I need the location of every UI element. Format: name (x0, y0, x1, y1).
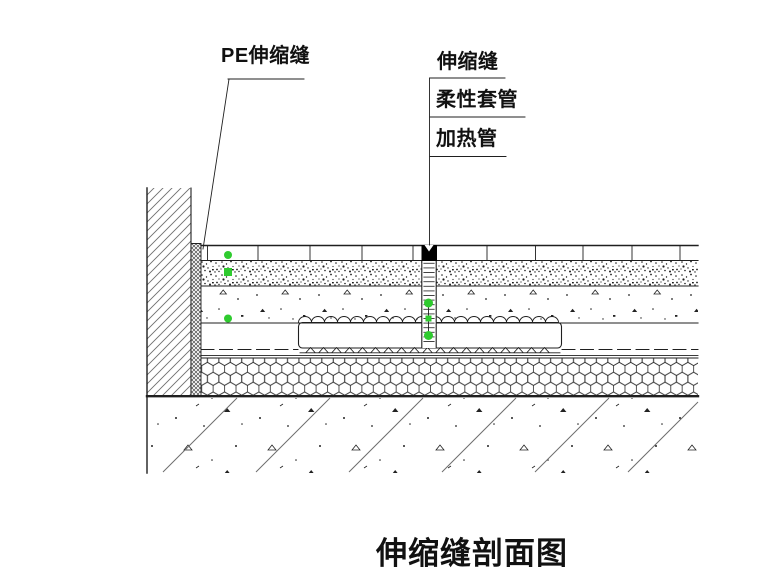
screed-layer (200, 286, 699, 324)
mortar-layer (200, 260, 699, 287)
pe-expansion-strip (190, 243, 202, 397)
insulation-layer (145, 355, 700, 398)
expansion-joint-fill (421, 245, 437, 261)
separation-film (200, 346, 699, 354)
pe-joint-leader (202, 78, 305, 250)
slab-layer (147, 397, 699, 473)
leader-lines (202, 77, 526, 250)
tile-layer (200, 244, 699, 262)
figure-title: 伸缩缝剖面图 (376, 536, 568, 571)
callout-heating-pipe: 加热管 (436, 128, 498, 150)
marker-dots (224, 251, 433, 340)
callout-stack-leader (429, 77, 526, 246)
callout-pe-expansion-joint: PE伸缩缝 (221, 45, 311, 67)
callout-expansion-joint: 伸缩缝 (437, 51, 499, 73)
callout-flexible-sleeve: 柔性套管 (436, 89, 518, 111)
